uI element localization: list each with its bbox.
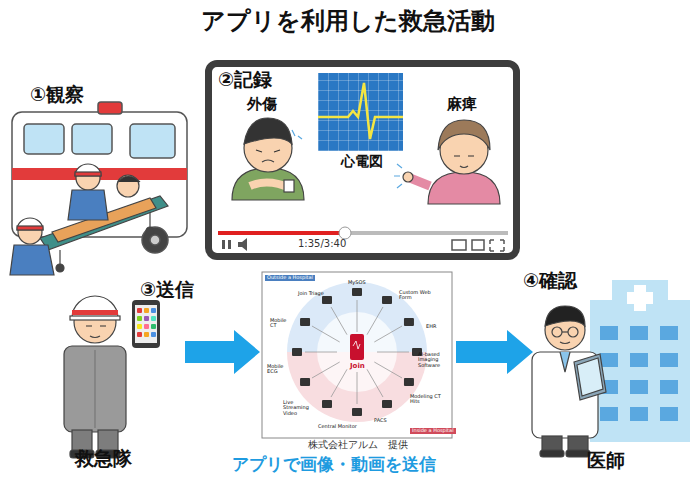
component-label: PACS — [374, 418, 387, 424]
paramedics — [10, 164, 108, 275]
ecg-panel: 心電図 — [318, 73, 406, 173]
app-name: Join — [350, 362, 365, 370]
rescuer-group: ③送信救急隊 — [55, 295, 183, 480]
component-label: Join Triage — [298, 291, 324, 297]
video-frame: ②記録心電図 — [205, 60, 520, 260]
paralysis-woman — [394, 120, 500, 204]
ecg-trace — [318, 73, 403, 151]
doctor — [532, 306, 606, 457]
step-heading: ④確認 — [523, 270, 577, 292]
smartphone — [132, 300, 160, 348]
role-label: 救急隊 — [75, 448, 132, 470]
component-label: Live Streaming Video — [283, 400, 317, 416]
region-tag: Outside a Hospital — [265, 275, 315, 281]
component-label: Custom Web Form — [399, 290, 433, 301]
trauma-man — [232, 118, 304, 200]
component-label: Mobile CT — [270, 318, 290, 329]
ambulance — [12, 102, 187, 253]
symptom-label: 外傷 — [247, 96, 277, 113]
rescuer — [64, 296, 126, 458]
step-heading: ②記録 — [218, 69, 272, 91]
player-controls — [218, 227, 508, 251]
app-diagram-image — [262, 272, 452, 438]
video-time: 1:35/3:40 — [298, 238, 346, 250]
doctor-group: ④確認医師 — [535, 268, 693, 480]
image-credit: 株式会社アルム 提供 — [262, 439, 454, 451]
region-tag: Inside a Hospital — [410, 428, 456, 434]
stretcher-patient — [40, 175, 168, 272]
step-heading: ③送信 — [140, 279, 194, 301]
step-heading: ①観察 — [30, 84, 84, 106]
caption-text: アプリで画像・動画を送信 — [232, 455, 436, 475]
component-label: Mobile ECG — [267, 364, 289, 375]
role-label: 医師 — [587, 450, 625, 472]
symptom-label: 麻痺 — [447, 96, 477, 113]
panel-label: 心電図 — [318, 153, 406, 169]
diagram-title: アプリを利用した救急活動 — [0, 8, 696, 36]
flow-arrow — [456, 330, 533, 374]
component-label: EHR — [426, 324, 436, 330]
component-label: Central Monitor — [318, 424, 357, 430]
component-label: Modeling CT Hits — [410, 394, 446, 405]
component-label: AI-based Imaging Software — [418, 352, 450, 368]
flow-arrow — [185, 330, 260, 374]
component-label: MySOS — [348, 280, 366, 286]
hospital — [590, 280, 690, 442]
ecg-screen — [318, 73, 403, 151]
